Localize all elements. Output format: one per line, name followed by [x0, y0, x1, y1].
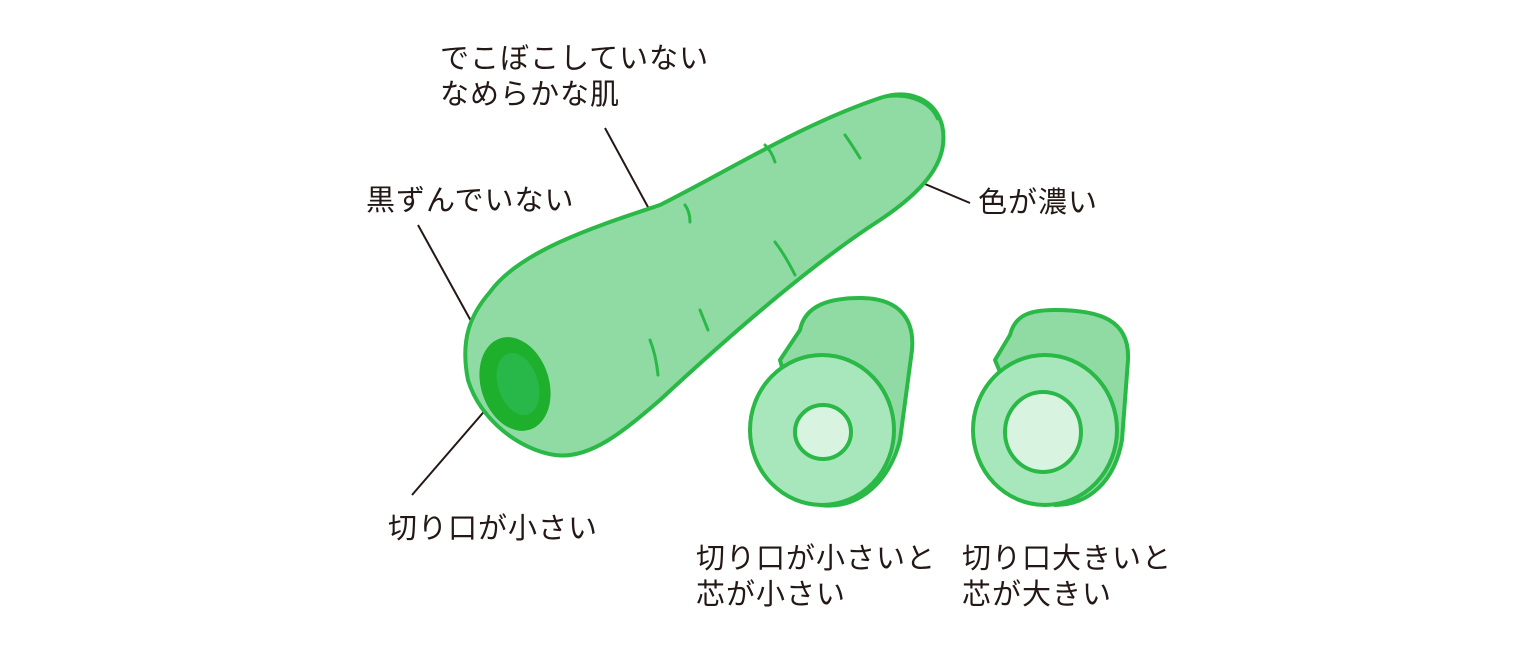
- label-small-cut-end: 切り口が小さい: [388, 511, 599, 545]
- slice-core-large: [1003, 390, 1083, 474]
- skin-mark: [763, 143, 777, 164]
- label-small-core-line1: 切り口が小さいと: [696, 541, 937, 575]
- slice-core-small: [793, 403, 853, 461]
- label-deep-color: 色が濃い: [978, 185, 1099, 219]
- skin-mark: [773, 240, 797, 277]
- label-large-core-line1: 切り口大きいと: [962, 541, 1173, 575]
- cucumber-tip-edge: [879, 94, 940, 121]
- slice-small-core: [748, 296, 915, 508]
- label-smooth-skin-line2: なめらかな肌: [440, 77, 621, 111]
- label-large-core-line2: 芯が大きい: [962, 577, 1113, 611]
- leader-line-smooth: [604, 127, 656, 221]
- slice-large-core: [971, 308, 1131, 507]
- label-large-core: 切り口大きいと 芯が大きい: [962, 540, 1172, 612]
- whole-cucumber: [463, 92, 946, 458]
- label-small-core: 切り口が小さいと 芯が小さい: [696, 540, 936, 612]
- skin-mark: [843, 133, 862, 160]
- label-smooth-skin-line1: でこぼこしていない: [440, 41, 710, 75]
- cucumber-body: [463, 92, 946, 458]
- label-not-blackened: 黒ずんでいない: [366, 183, 575, 217]
- skin-mark: [648, 338, 660, 377]
- label-small-core-line2: 芯が小さい: [696, 577, 847, 611]
- skin-mark: [683, 203, 692, 224]
- cucumber-cut-core: [496, 352, 540, 416]
- label-smooth-skin: でこぼこしていない なめらかな肌: [440, 40, 709, 112]
- skin-mark: [698, 308, 710, 332]
